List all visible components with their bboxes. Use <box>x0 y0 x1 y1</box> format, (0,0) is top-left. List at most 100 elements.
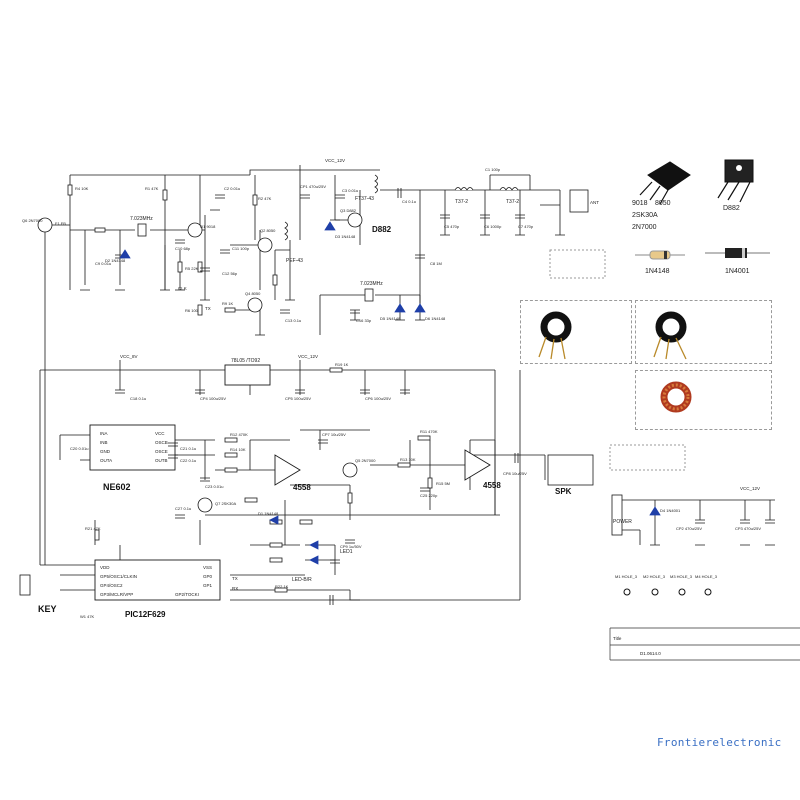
parts-legend: 9018 8050 2SK30A 2N7000 D882 1N4148 1N40… <box>632 159 770 275</box>
ann-q5: Q5 2N7000 <box>355 458 376 463</box>
ne602-pin-3: GND <box>100 449 111 454</box>
ann-d3: D3 1N4148 <box>335 234 356 239</box>
u3-opamp: 4558 <box>274 454 311 492</box>
ann-d1: D1 1N4148 <box>258 511 279 516</box>
ann-c9: C9 0.01u <box>95 261 111 266</box>
key-label: KEY <box>38 604 57 614</box>
ann-c12: C12 56p <box>222 271 238 276</box>
ann-c11: C11 100p <box>232 246 250 251</box>
pic-pin-2: GP5/OSC1/CLKIN <box>100 574 137 579</box>
ann-r18: R19 1K <box>335 362 349 367</box>
ann-c21: C21 0.1u <box>180 446 196 451</box>
ann-cp2: CP2 470u/25V <box>676 526 702 531</box>
ann-cp9: CP9 1u/50V <box>340 544 362 549</box>
u1-label: 78L05 /TO92 <box>231 358 260 364</box>
u1-regulator: 78L05 /TO92 <box>224 358 271 395</box>
lcd-label: LED-B/R <box>292 577 312 583</box>
legend-9018: 9018 <box>632 200 648 207</box>
pic-pin-7: GP0 <box>203 574 213 579</box>
ann-q6: Q6 2N7000 <box>22 218 43 223</box>
ann-d2: D2 1N4148 <box>105 258 126 263</box>
ne602-pin-6: OSCE <box>155 449 168 454</box>
ann-r15: R15 5M <box>436 481 450 486</box>
led-label: LED1 <box>340 549 353 555</box>
ann-c18: C18 0.1u <box>130 396 146 401</box>
ann-r2: R2 47K <box>258 196 272 201</box>
pic-pin-4: GP3/MCLR/VPP <box>100 592 133 597</box>
toroid-photo-2 <box>635 300 772 364</box>
rf-section-wires <box>44 165 565 565</box>
y1-label: 7.023MHz <box>130 216 153 222</box>
ann-cp6: CP6 100u/25V <box>365 396 391 401</box>
ann-d4: D4 1N4001 <box>660 508 681 513</box>
u5-label: 4558 <box>483 481 501 490</box>
ann-c4: C4 0.1u <box>402 199 416 204</box>
diode-symbols <box>119 221 661 565</box>
pic-pin-3: GP4/OSC2 <box>100 583 123 588</box>
ann-d5: D5 1N4148 <box>380 316 401 321</box>
rx-pin-label: RX <box>232 586 238 591</box>
ann-r9: R9 1K <box>222 301 233 306</box>
component-annotations: R4 10K R1 47K R2 47K R5 22K R6 100 R9 1K… <box>22 167 761 619</box>
ann-sw1: W1 47K <box>80 614 95 619</box>
power-input-wires <box>620 499 775 546</box>
ann-c16: C16 33p <box>356 318 372 323</box>
ne602-pin-4: OUTA <box>100 458 112 463</box>
toroid-black-icon-2 <box>653 311 687 360</box>
hole-m3: M3 HOLE_3 <box>670 574 693 579</box>
tx-label: TX <box>205 306 211 311</box>
ann-q3: Q3 D882 <box>340 208 357 213</box>
legend-2n7000: 2N7000 <box>632 224 657 231</box>
ann-r20: R21 47K <box>85 526 101 531</box>
mounting-holes: M1 HOLE_3 M2 HOLE_3 M3 HOLE_3 M4 HOLE_3 <box>615 574 718 596</box>
d882-label: D882 <box>372 225 392 234</box>
legend-2sk30a: 2SK30A <box>632 212 658 219</box>
toroid-red-icon <box>660 381 692 413</box>
legend-1n4001: 1N4001 <box>725 268 750 275</box>
ann-r11: R11 470K <box>420 429 438 434</box>
u2-label: NE602 <box>103 482 131 492</box>
watermark: Frontierelectronic <box>657 736 782 749</box>
ann-r21: R22 1K <box>275 584 289 589</box>
ann-cp5: CP5 100u/25V <box>285 396 311 401</box>
ann-cp1: CP1 470u/25V <box>300 184 326 189</box>
vcc12-label: VCC_12V <box>325 158 345 163</box>
to92-package-icon <box>639 161 691 205</box>
pic-pin-6: GP1 <box>203 583 213 588</box>
ann-c5: C5 470p <box>444 224 460 229</box>
ann-cp8: CP8 10u/25V <box>503 471 527 476</box>
to126-package-icon <box>717 159 754 203</box>
tx-pin-label: TX <box>232 576 238 581</box>
toroid-photo-3 <box>635 370 772 430</box>
u2-ne602: INA INB GND OUTA VCC OSCB OSCE OUTB NE60… <box>89 424 176 492</box>
ft37-label: FT37-43 <box>355 196 374 202</box>
toroid-photo-1 <box>520 300 632 364</box>
ann-c3: C3 0.01u <box>342 188 358 193</box>
ann-q2: Q2 8050 <box>260 228 276 233</box>
power-label: POWER <box>613 519 632 525</box>
pef43-label: PEF-43 <box>286 258 303 264</box>
u4-label: PIC12F629 <box>125 610 166 619</box>
hole-m4: M4 HOLE_3 <box>695 574 718 579</box>
diode-1n4001-icon <box>705 248 770 258</box>
ann-cp4: CP4 100u/25V <box>200 396 226 401</box>
ann-c25: C25 220p <box>420 493 438 498</box>
ne602-pin-1: INA <box>100 431 108 436</box>
u5-opamp: 4558 <box>464 449 501 490</box>
t37b-label: T37-2 <box>506 199 519 205</box>
hole-m1: M1 HOLE_3 <box>615 574 638 579</box>
title-block: Title D1.0614.0 <box>609 627 800 661</box>
component-symbols <box>19 174 775 605</box>
ann-c27: C27 0.1u <box>175 506 191 511</box>
ann-r12: R12 470K <box>230 432 248 437</box>
ann-c22: C22 0.1u <box>180 458 196 463</box>
diode-1n4148-icon <box>635 250 685 260</box>
ann-c20: C20 0.01u <box>70 446 88 451</box>
ne602-pin-7: OSCB <box>155 440 168 445</box>
pic-pin-5: GP2/TOCKI <box>175 592 199 597</box>
spk-label: SPK <box>555 487 572 496</box>
ann-d6: D6 1N4148 <box>425 316 446 321</box>
ann-c7: C7 470p <box>518 224 534 229</box>
vcc8-label: VCC_8V <box>120 354 138 359</box>
